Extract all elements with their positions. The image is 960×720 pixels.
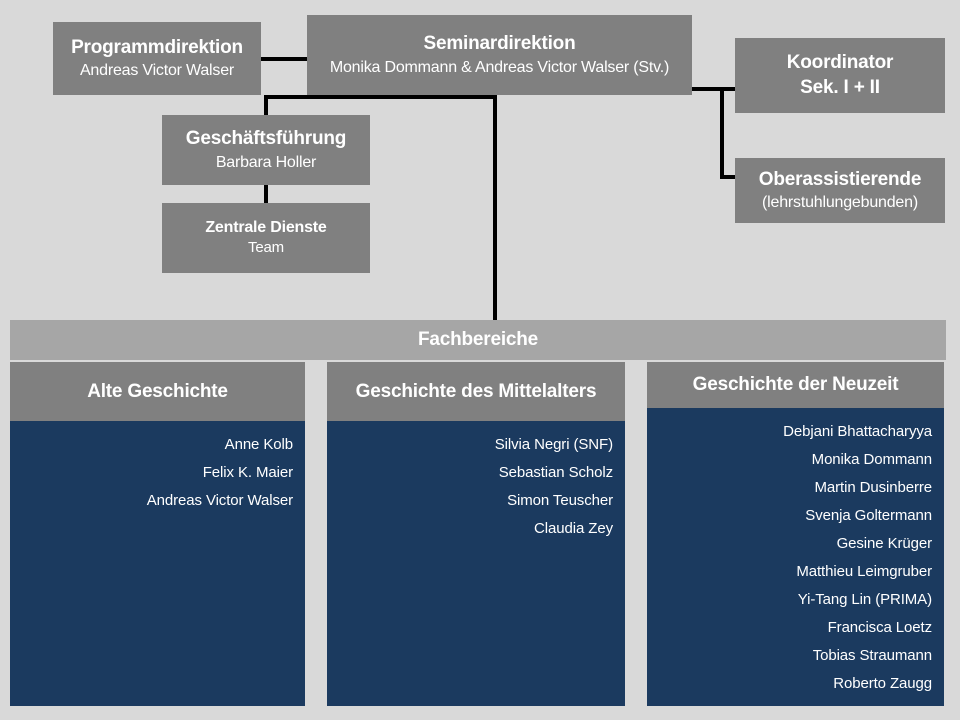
oberassistierende-subtitle: (lehrstuhlungebunden) [762, 194, 918, 212]
box-oberassistierende: Oberassistierende (lehrstuhlungebunden) [735, 158, 945, 223]
member-name: Sebastian Scholz [498, 464, 613, 481]
koordinator-title: Koordinator [786, 51, 894, 73]
connector-oberassistierende-stub [720, 175, 738, 179]
connector-seminardirektion-branch [264, 95, 496, 99]
member-name: Silvia Negri (SNF) [494, 436, 613, 453]
member-name: Tobias Straumann [812, 647, 932, 664]
member-name: Andreas Victor Walser [146, 492, 293, 509]
member-name: Monika Dommann [811, 451, 932, 468]
department-header: Alte Geschichte [10, 362, 305, 421]
member-name: Gesine Krüger [836, 535, 933, 552]
member-name: Roberto Zaugg [833, 675, 932, 692]
oberassistierende-title: Oberassistierende [758, 168, 922, 190]
member-name: Felix K. Maier [202, 464, 293, 481]
seminardirektion-title: Seminardirektion [423, 33, 576, 55]
programmdirektion-title: Programmdirektion [71, 36, 243, 58]
connector-seminardirektion-fachbereiche [493, 95, 497, 320]
member-name: Debjani Bhattacharyya [783, 423, 932, 440]
fachbereiche-label: Fachbereiche [417, 329, 539, 350]
fachbereiche-bar: Fachbereiche [10, 320, 946, 360]
box-geschaeftsfuehrung: Geschäftsführung Barbara Holler [162, 115, 370, 185]
connector-right-bracket [720, 87, 724, 179]
department-header: Geschichte der Neuzeit [647, 362, 944, 408]
programmdirektion-subtitle: Andreas Victor Walser [79, 62, 235, 80]
box-programmdirektion: Programmdirektion Andreas Victor Walser [53, 22, 261, 95]
box-zentrale-dienste: Zentrale Dienste Team [162, 203, 370, 273]
connector-seminardirektion-right [692, 87, 724, 91]
member-name: Matthieu Leimgruber [796, 563, 932, 580]
connector-programmdirektion-seminardirektion [260, 57, 308, 61]
geschaeftsfuehrung-title: Geschäftsführung [185, 128, 347, 150]
member-name: Claudia Zey [534, 520, 613, 537]
member-name: Anne Kolb [224, 436, 293, 453]
connector-seminardirektion-down [264, 95, 268, 119]
member-name: Martin Dusinberre [814, 479, 932, 496]
member-name: Svenja Goltermann [805, 507, 932, 524]
connector-geschaeftsfuehrung-zentrale-dienste [264, 185, 268, 205]
koordinator-subtitle: Sek. I + II [800, 76, 880, 98]
member-name: Simon Teuscher [507, 492, 613, 509]
connector-koordinator-stub [720, 87, 738, 91]
seminardirektion-subtitle: Monika Dommann & Andreas Victor Walser (… [329, 58, 670, 76]
department-header: Geschichte des Mittelalters [327, 362, 625, 421]
member-name: Francisca Loetz [827, 619, 932, 636]
box-seminardirektion: Seminardirektion Monika Dommann & Andrea… [307, 15, 692, 95]
zentrale-dienste-subtitle: Team [248, 239, 284, 257]
geschaeftsfuehrung-subtitle: Barbara Holler [215, 153, 317, 171]
box-koordinator: Koordinator Sek. I + II [735, 38, 945, 113]
member-name: Yi-Tang Lin (PRIMA) [797, 591, 932, 608]
zentrale-dienste-title: Zentrale Dienste [205, 218, 327, 236]
